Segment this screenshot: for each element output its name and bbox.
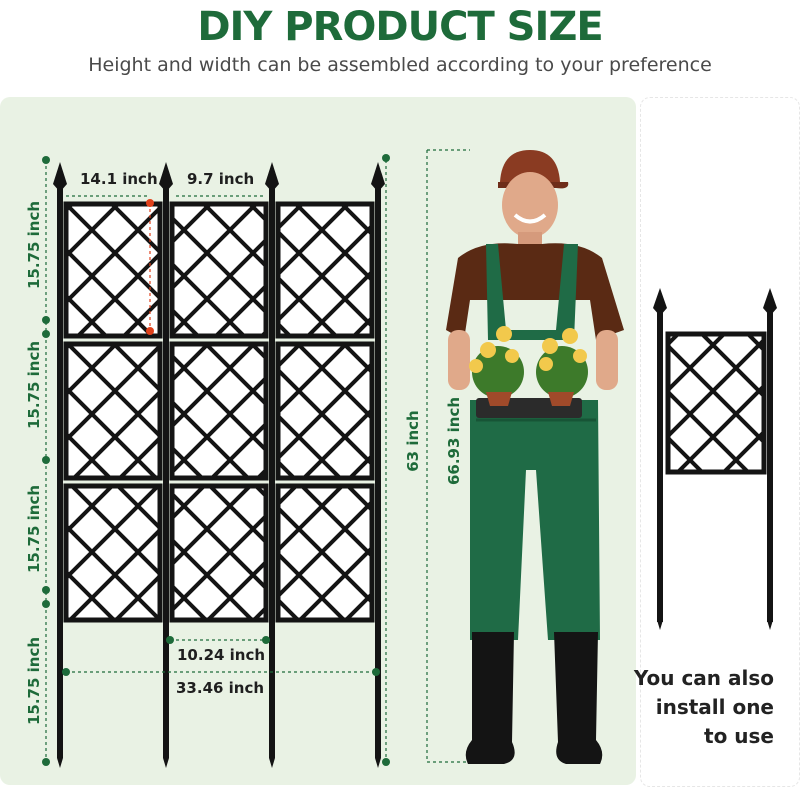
- person-height-label: 66.93 inch: [445, 396, 464, 486]
- single-lattice-panel: [665, 331, 767, 475]
- lattice-panel: [275, 483, 375, 623]
- section-height-label-3: 15.75 inch: [25, 484, 44, 574]
- section-height-label-4: 15.75 inch: [25, 636, 44, 726]
- panel-width-label: 14.1 inch: [80, 170, 158, 188]
- page-title: DIY PRODUCT SIZE: [197, 4, 603, 50]
- section-height-label-1: 15.75 inch: [25, 200, 44, 290]
- page-subtitle: Height and width can be assembled accord…: [88, 54, 712, 76]
- panel-gap-label: 9.7 inch: [187, 170, 255, 188]
- lattice-panel: [275, 341, 375, 481]
- trellis-fence-icon: [53, 162, 385, 768]
- total-width-label: 33.46 inch: [176, 679, 265, 697]
- lattice-panel: [169, 483, 269, 623]
- single-fence-post: [763, 288, 777, 630]
- lattice-panel: [275, 201, 375, 339]
- single-install-note: You can also install one to use: [634, 664, 774, 751]
- note-line-3: to use: [704, 724, 774, 748]
- note-line-1: You can also: [633, 666, 774, 690]
- fence-post: [53, 162, 67, 768]
- fence-height-label: 63 inch: [403, 410, 422, 472]
- lattice-panel: [63, 483, 163, 623]
- lattice-panel: [63, 341, 163, 481]
- note-line-2: install one: [655, 695, 774, 719]
- lattice-panel: [63, 201, 163, 339]
- section-height-label-2: 15.75 inch: [25, 340, 44, 430]
- single-trellis-panel-icon: [653, 288, 777, 630]
- lattice-panel: [169, 341, 269, 481]
- fence-post: [371, 162, 385, 768]
- post-spacing-label: 10.24 inch: [177, 646, 266, 664]
- fence-post: [265, 162, 279, 768]
- dimension-guides: [42, 154, 390, 766]
- lattice-panel: [169, 201, 269, 339]
- gardener-with-flowers-icon: [426, 149, 624, 764]
- single-fence-post: [653, 288, 667, 630]
- fence-post: [159, 162, 173, 768]
